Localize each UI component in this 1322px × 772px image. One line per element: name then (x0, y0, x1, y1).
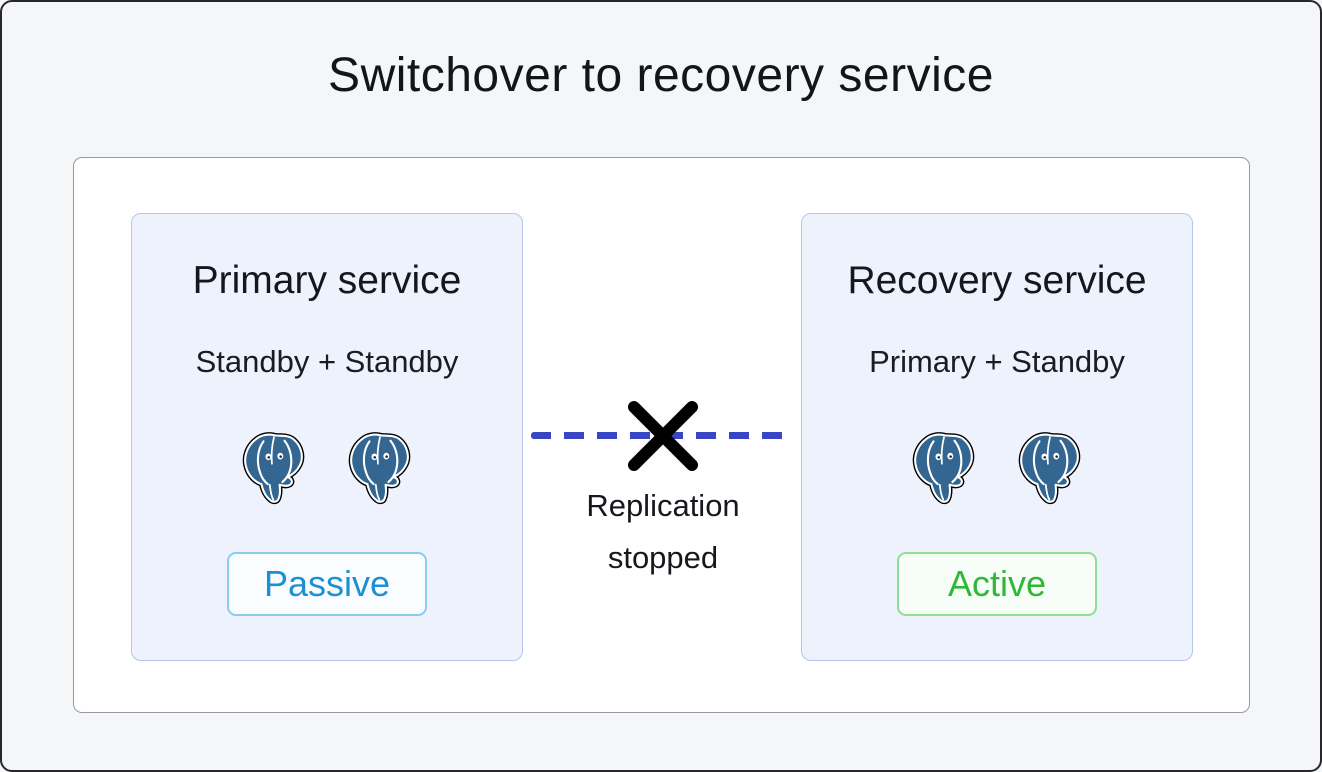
postgresql-icon (1015, 430, 1085, 506)
page-title: Switchover to recovery service (328, 49, 994, 102)
replication-status-line2: stopped (607, 540, 719, 575)
status-badge-passive: Passive (227, 552, 427, 616)
recovery-db-icons (909, 430, 1085, 506)
card-recovery-service: Recovery service Primary + Standby Activ… (801, 213, 1193, 661)
recovery-service-heading: Recovery service (847, 259, 1147, 302)
primary-service-heading: Primary service (192, 259, 462, 302)
postgresql-icon (345, 430, 415, 506)
replication-status-line1: Replication (586, 488, 740, 523)
replication-stopped-cross-icon (628, 401, 698, 471)
postgresql-icon (239, 430, 309, 506)
status-badge-label: Active (947, 563, 1047, 604)
primary-db-icons (239, 430, 415, 506)
replication-status-label: Replication stopped (523, 480, 803, 584)
status-badge-label: Passive (263, 563, 391, 604)
recovery-service-roles: Primary + Standby (869, 344, 1125, 379)
status-badge-active: Active (897, 552, 1097, 616)
services-panel: Primary service Standby + Standby Passiv… (73, 157, 1250, 713)
postgresql-icon (909, 430, 979, 506)
card-primary-service: Primary service Standby + Standby Passiv… (131, 213, 523, 661)
primary-service-roles: Standby + Standby (195, 344, 459, 379)
